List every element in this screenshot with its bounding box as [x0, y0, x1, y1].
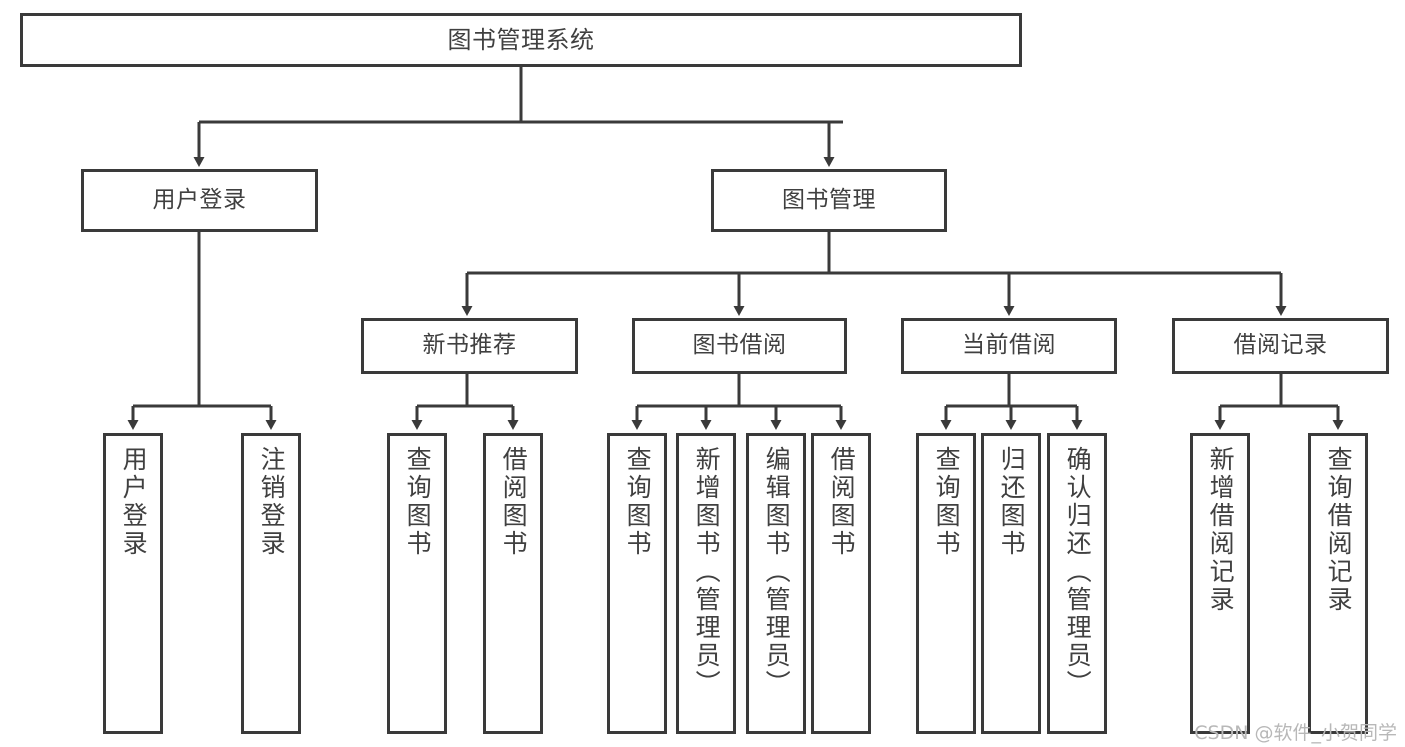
node-label: 查询图书	[932, 446, 962, 558]
node-label: 归还图书	[997, 446, 1027, 558]
leaf-query-book-recommend[interactable]: 查询图书	[387, 433, 447, 734]
node-user-login[interactable]: 用户登录	[81, 169, 318, 232]
node-label: 当前借阅	[962, 332, 1056, 359]
node-label: 借阅图书	[499, 446, 529, 558]
node-label: 图书借阅	[692, 332, 787, 359]
node-label: 用户登录	[152, 186, 247, 213]
watermark-text: CSDN @软件_小贺同学	[1194, 722, 1397, 744]
leaf-return-book[interactable]: 归还图书	[981, 433, 1041, 734]
node-borrow-record[interactable]: 借阅记录	[1172, 318, 1389, 374]
leaf-borrow-book[interactable]: 借阅图书	[811, 433, 871, 734]
node-label: 确认归还（管理员）	[1063, 446, 1093, 698]
node-label: 编辑图书（管理员）	[762, 446, 792, 698]
node-label: 借阅图书	[827, 446, 857, 558]
node-label: 新书推荐	[422, 332, 517, 359]
leaf-edit-book-admin[interactable]: 编辑图书（管理员）	[746, 433, 806, 734]
node-label: 查询图书	[623, 446, 653, 558]
node-label: 借阅记录	[1233, 332, 1328, 359]
node-label: 注销登录	[257, 446, 287, 558]
leaf-confirm-return-admin[interactable]: 确认归还（管理员）	[1047, 433, 1107, 734]
node-label: 新增借阅记录	[1206, 446, 1236, 614]
node-book-borrow[interactable]: 图书借阅	[632, 318, 847, 374]
leaf-query-borrow-record[interactable]: 查询借阅记录	[1308, 433, 1368, 734]
leaf-borrow-book-recommend[interactable]: 借阅图书	[483, 433, 543, 734]
leaf-add-book-admin[interactable]: 新增图书（管理员）	[676, 433, 736, 734]
node-book-management[interactable]: 图书管理	[711, 169, 947, 232]
node-label: 图书管理	[782, 186, 876, 213]
leaf-user-login[interactable]: 用户登录	[103, 433, 163, 734]
leaf-logout[interactable]: 注销登录	[241, 433, 301, 734]
node-label: 新增图书（管理员）	[692, 446, 722, 698]
node-label: 图书管理系统	[447, 25, 595, 54]
node-root-book-management-system[interactable]: 图书管理系统	[20, 13, 1022, 67]
node-label: 查询借阅记录	[1324, 446, 1354, 614]
leaf-add-borrow-record[interactable]: 新增借阅记录	[1190, 433, 1250, 734]
leaf-query-book-borrow[interactable]: 查询图书	[607, 433, 667, 734]
node-label: 查询图书	[403, 446, 433, 558]
node-current-borrow[interactable]: 当前借阅	[901, 318, 1117, 374]
node-label: 用户登录	[119, 446, 149, 558]
node-new-book-recommend[interactable]: 新书推荐	[361, 318, 578, 374]
leaf-query-book-current[interactable]: 查询图书	[916, 433, 976, 734]
